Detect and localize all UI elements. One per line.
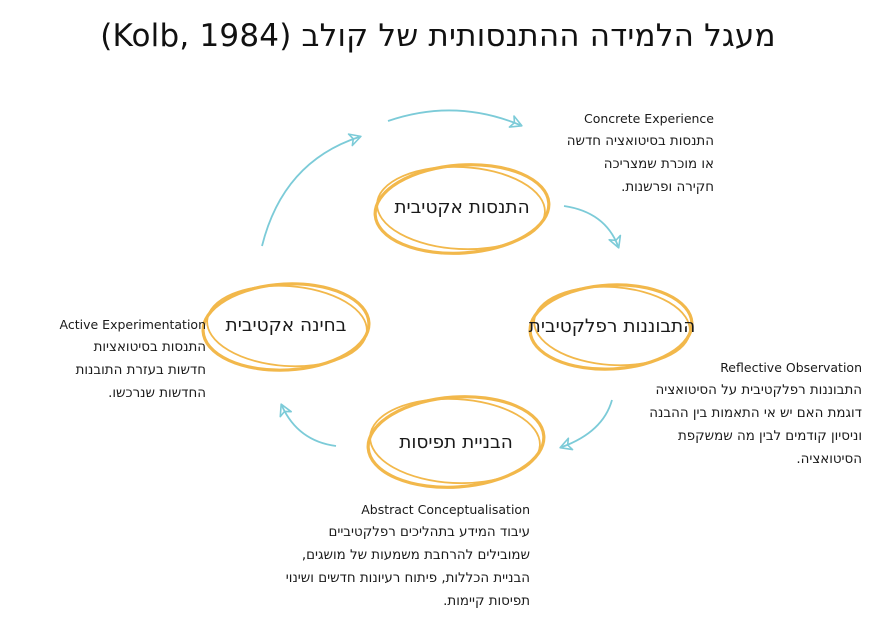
note-title: Active Experimentation [59, 317, 206, 332]
note-reflective-observation: Reflective Observation התבוננות רפלקטיבי… [600, 357, 862, 471]
arrow-left-to-top [261, 133, 362, 247]
node-ring-active-testing [201, 282, 371, 372]
note-line: התבוננות רפלקטיבית על הסיטואציה [655, 383, 862, 398]
note-line: התנסות בסיטואציה חדשה [566, 134, 714, 149]
note-line: או מוכרת שמצריכה [603, 157, 714, 172]
node-label-concept-building: הבניית תפיסות [399, 432, 513, 453]
note-active-experimentation: Active Experimentation התנסות בסיטואציות… [40, 314, 206, 405]
node-ring-active-experience [373, 163, 551, 255]
note-line: חדשות בעזרת התובנות [75, 363, 206, 378]
note-concrete-experience: Concrete Experience התנסות בסיטואציה חדש… [520, 108, 714, 199]
node-ring-reflective-observation [528, 283, 694, 371]
note-line: הסיטואציה. [796, 452, 862, 467]
note-line: דוגמת האם יש אי התאמות בין ההבנה [649, 406, 862, 421]
page-title: מעגל הלמידה ההתנסותית של קולב (Kolb, 198… [100, 18, 776, 54]
note-line: תפיסות קיימות. [443, 594, 530, 609]
node-ring-concept-building [366, 395, 546, 489]
note-line: חקירה ופרשנות. [621, 180, 714, 195]
note-line: וניסיון קודמים לבין מה שמשקפת [677, 429, 862, 444]
note-abstract-conceptualisation: Abstract Conceptualisation עיבוד המידע ב… [238, 499, 530, 613]
arrow-top-to-right [563, 205, 622, 249]
node-label-active-testing: בחינה אקטיבית [225, 315, 347, 336]
note-line: עיבוד המידע בתהליכים רפלקטיביים [328, 525, 530, 540]
arrow-right-to-bottom [559, 399, 613, 451]
arrow-top-to-concrete [387, 109, 523, 128]
note-line: החדשות שנרכשו. [108, 386, 206, 401]
node-label-active-experience: התנסות אקטיבית [394, 197, 530, 218]
note-title: Concrete Experience [584, 111, 714, 126]
note-line: הבניית הכללות, פיתוח רעיונות חדשים ושינו… [285, 571, 530, 586]
arrow-bottom-to-left [279, 403, 337, 447]
node-label-reflective-observation: התבוננות רפלקטיבית [528, 316, 696, 337]
note-title: Abstract Conceptualisation [361, 502, 530, 517]
note-title: Reflective Observation [720, 360, 862, 375]
note-line: שמובילים להרחבת משמעות של מושגים, [301, 548, 530, 563]
note-line: התנסות בסיטואציות [93, 340, 206, 355]
